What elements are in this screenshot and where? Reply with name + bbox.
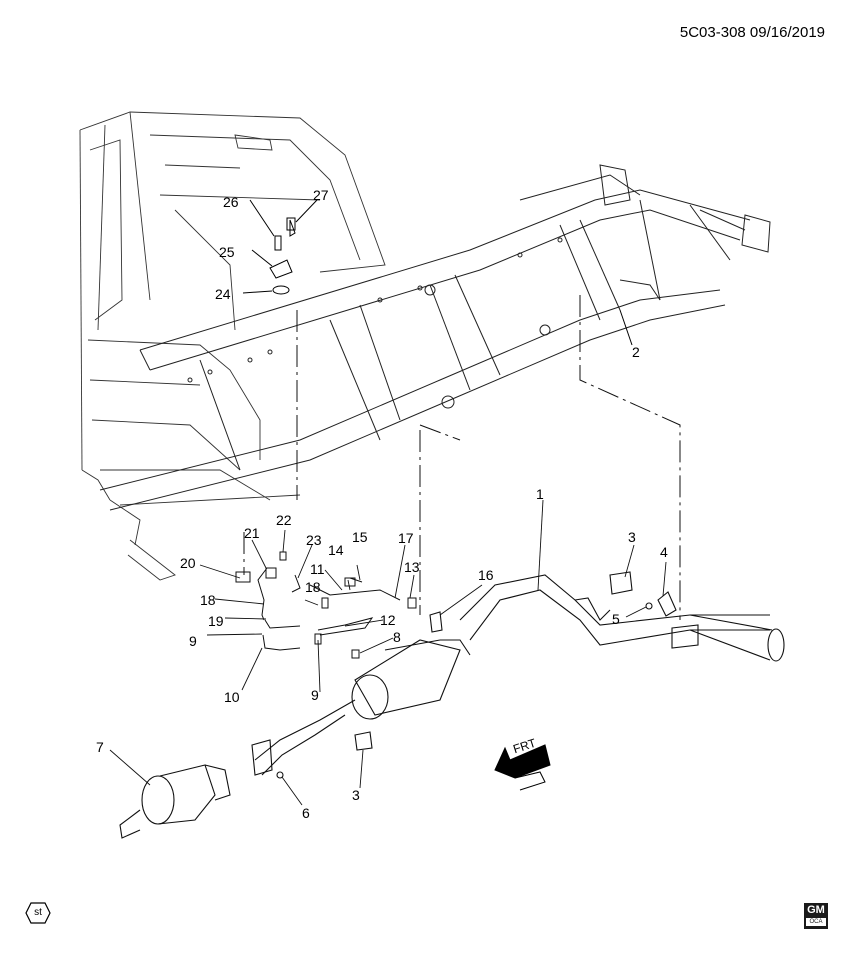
callout-9-right: 9	[311, 687, 319, 703]
callout-6: 6	[302, 805, 310, 821]
alignment-dashes	[243, 295, 681, 620]
callout-11: 11	[310, 561, 325, 577]
callout-8: 8	[393, 629, 401, 645]
cab-body-outline	[79, 111, 386, 581]
callout-5: 5	[612, 611, 620, 627]
callout-10: 10	[224, 689, 240, 705]
frame-callout-leader	[619, 309, 633, 346]
frame-rails	[99, 164, 771, 511]
callout-9-left: 9	[189, 633, 197, 649]
callout-15: 15	[352, 529, 368, 545]
mount-parts-24-27	[242, 199, 318, 295]
callout-leaders	[109, 499, 667, 806]
callout-2: 2	[632, 344, 640, 360]
callout-3-lower: 3	[352, 787, 360, 803]
document-id: 5C03-308 09/16/2019	[679, 24, 825, 41]
gm-logo-bottom: OCA	[806, 918, 826, 926]
callout-20: 20	[180, 555, 196, 571]
callout-21: 21	[244, 525, 260, 541]
callout-18-right: 18	[305, 579, 321, 595]
callout-27: 27	[313, 187, 329, 203]
callout-17: 17	[398, 530, 414, 546]
callout-1: 1	[536, 486, 544, 502]
callout-22: 22	[276, 512, 292, 528]
st-badge-shape	[25, 902, 51, 924]
hose-assembly	[235, 551, 417, 659]
callout-23: 23	[306, 532, 322, 548]
callout-3-upper: 3	[628, 529, 636, 545]
callout-12: 12	[380, 612, 396, 628]
callout-7: 7	[96, 739, 104, 755]
front-direction-arrow	[494, 744, 551, 791]
callout-14: 14	[328, 542, 344, 558]
callout-16: 16	[478, 567, 494, 583]
st-badge: st	[34, 907, 42, 918]
exhaust-pipe-assembly	[119, 571, 785, 839]
callout-24: 24	[215, 286, 231, 302]
callout-18-left: 18	[200, 592, 216, 608]
callout-25: 25	[219, 244, 235, 260]
gm-logo-top: GM	[807, 904, 825, 916]
callout-19: 19	[208, 613, 224, 629]
callout-26: 26	[223, 194, 239, 210]
gm-logo: GM OCA	[804, 903, 828, 929]
callout-13: 13	[404, 559, 420, 575]
callout-4: 4	[660, 544, 668, 560]
